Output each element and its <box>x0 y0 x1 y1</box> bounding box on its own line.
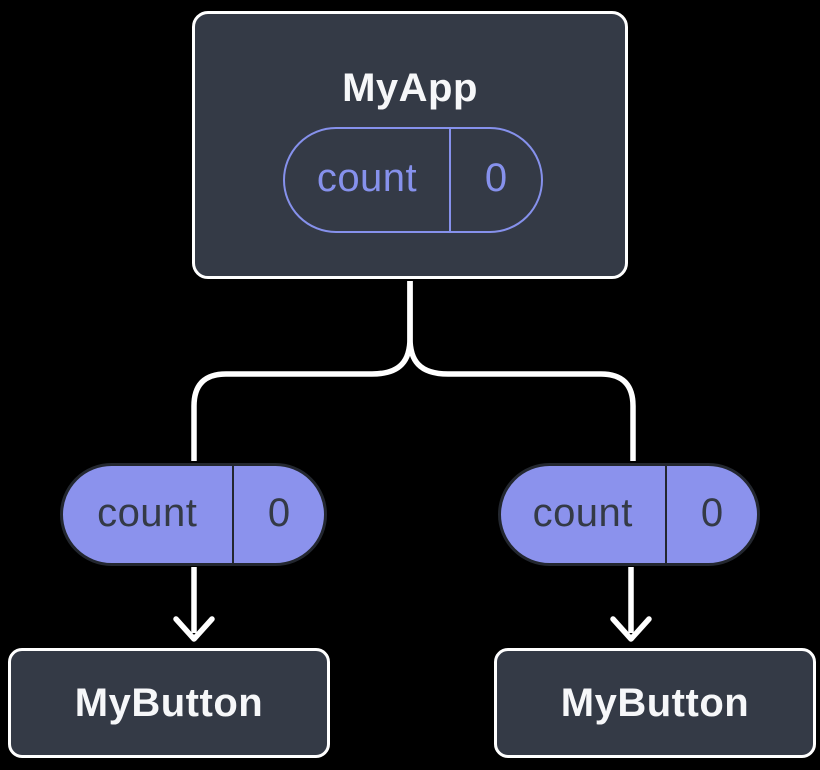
state-pill: count 0 <box>283 127 543 233</box>
node-title: MyApp <box>342 66 478 110</box>
state-pill-label: count <box>316 156 418 200</box>
prop-pill-right: count 0 <box>498 463 760 566</box>
prop-pill-label: count <box>97 490 198 535</box>
prop-pill-label: count <box>532 490 633 535</box>
prop-pill-left: count 0 <box>60 463 327 566</box>
node-title: MyButton <box>74 680 264 725</box>
fork-connector-left <box>191 281 413 461</box>
node-mybutton-left: MyButton <box>8 648 330 758</box>
fork-connector-right <box>407 281 636 461</box>
pill-divider <box>664 466 667 563</box>
node-mybutton-right: MyButton <box>494 648 816 758</box>
prop-pill-value: 0 <box>700 490 724 535</box>
node-title: MyButton <box>560 680 750 725</box>
pill-divider <box>449 129 451 231</box>
node-myapp: MyApp count 0 <box>192 11 628 279</box>
pill-divider <box>231 466 234 563</box>
state-pill-value: 0 <box>484 156 508 200</box>
arrow-down-icon-right <box>610 616 652 642</box>
prop-pill-value: 0 <box>267 490 291 535</box>
arrow-down-icon-left <box>173 616 215 642</box>
